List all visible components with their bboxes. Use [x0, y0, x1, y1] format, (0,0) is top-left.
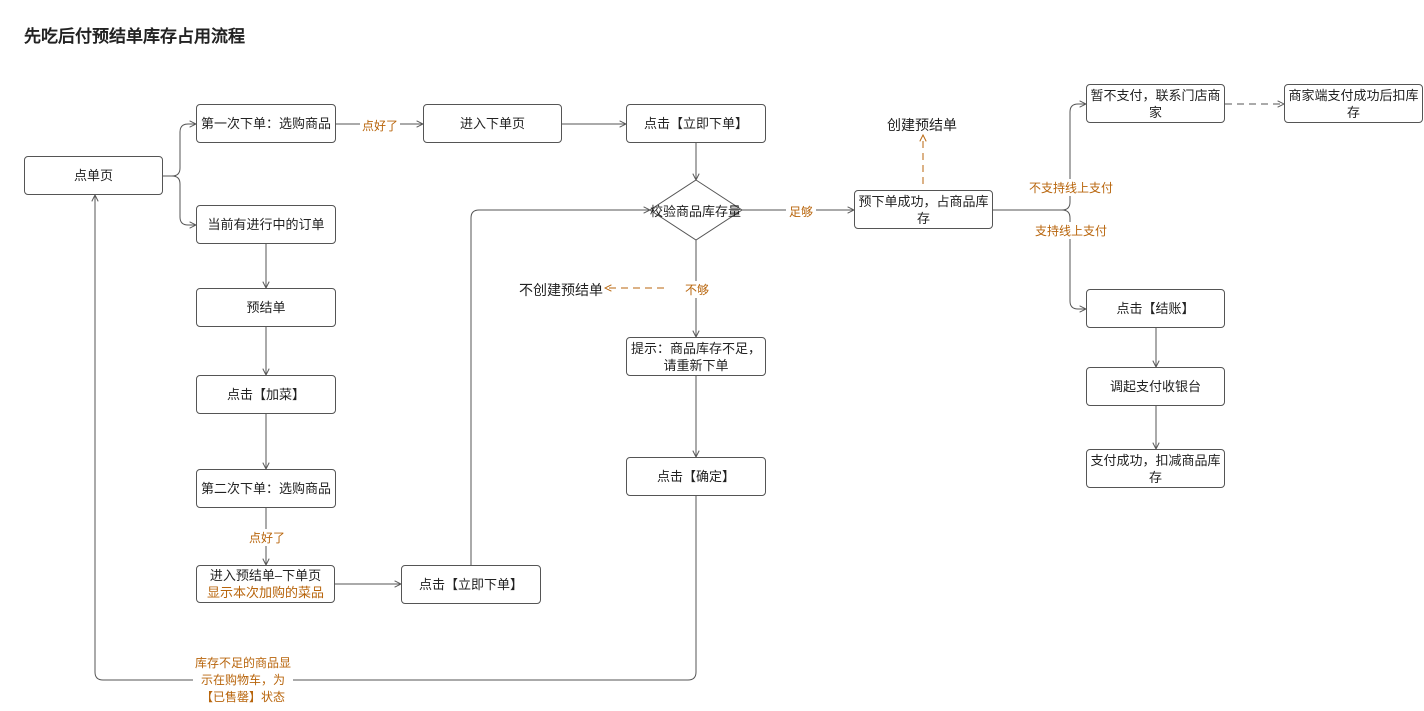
page-title: 先吃后付预结单库存占用流程 [24, 27, 245, 46]
node-place-order-now-top-text: 点击【立即下单】 [643, 116, 748, 131]
node-pre-order-success-text: 预下单成功，占商品库存 [858, 193, 989, 226]
label-online-pay: 支持线上支付 [1033, 222, 1110, 239]
node-current-order-text: 当前有进行中的订单 [207, 217, 325, 232]
label-create-pre-bill: 创建预结单 [887, 117, 957, 133]
connector-order-to-first [163, 124, 196, 177]
node-first-order: 第一次下单：选购商品 [196, 104, 336, 143]
node-checkout-text: 点击【结账】 [1116, 301, 1195, 316]
label-ok-top: 点好了 [360, 117, 401, 134]
node-place-order-now-top: 点击【立即下单】 [626, 104, 766, 143]
node-pay-success: 支付成功，扣减商品库存 [1086, 449, 1225, 488]
connector-success-to-checkout [993, 209, 1086, 309]
node-confirm-text: 点击【确定】 [656, 469, 735, 484]
connector-success-to-nopay [993, 104, 1086, 211]
node-no-pay-contact-text: 暂不支付，联系门店商家 [1090, 87, 1221, 120]
label-no-create-pre-bill: 不创建预结单 [519, 282, 603, 298]
node-first-order-text: 第一次下单：选购商品 [200, 116, 331, 131]
connector-confirm-to-orderpage [95, 195, 697, 681]
label-no-online-pay: 不支持线上支付 [1027, 179, 1116, 196]
node-cashier: 调起支付收银台 [1086, 367, 1225, 406]
node-second-order: 第二次下单：选购商品 [196, 469, 336, 508]
node-current-order: 当前有进行中的订单 [196, 205, 336, 244]
node-prompt-insufficient: 提示：商品库存不足，请重新下单 [626, 337, 766, 376]
node-merchant-pay-deduct-text: 商家端支付成功后扣库存 [1288, 87, 1419, 120]
connector-placebottom-to-check [470, 210, 650, 565]
label-insufficient-display: 库存不足的商品显示在购物车，为【已售罄】状态 [193, 655, 293, 706]
node-merchant-pay-deduct: 商家端支付成功后扣库存 [1284, 84, 1423, 123]
label-enough: 足够 [786, 203, 817, 220]
label-not-enough: 不够 [683, 281, 712, 298]
node-pre-bill: 预结单 [196, 288, 336, 327]
node-enter-order-page: 进入下单页 [423, 104, 562, 143]
node-enter-pre-bill: 进入预结单–下单页 显示本次加购的菜品 [196, 565, 335, 603]
node-checkout: 点击【结账】 [1086, 289, 1225, 328]
node-check-stock: 校验商品库存量 [650, 204, 742, 219]
label-ok-bottom: 点好了 [247, 529, 288, 546]
node-place-order-now-bottom: 点击【立即下单】 [401, 565, 541, 604]
connector-order-to-current [163, 175, 196, 225]
node-cashier-text: 调起支付收银台 [1109, 379, 1201, 394]
decision-diamond [649, 179, 743, 241]
node-prompt-insufficient-text: 提示：商品库存不足，请重新下单 [630, 340, 761, 373]
node-add-dish-text: 点击【加菜】 [226, 387, 305, 402]
node-pre-bill-text: 预结单 [246, 300, 286, 315]
node-confirm: 点击【确定】 [626, 457, 766, 496]
node-order-page-text: 点单页 [73, 168, 113, 183]
node-add-dish: 点击【加菜】 [196, 375, 336, 414]
node-second-order-text: 第二次下单：选购商品 [200, 481, 331, 496]
node-enter-order-page-text: 进入下单页 [459, 116, 525, 131]
node-place-order-now-bottom-text: 点击【立即下单】 [418, 577, 523, 592]
node-pre-order-success: 预下单成功，占商品库存 [854, 190, 993, 229]
node-pay-success-text: 支付成功，扣减商品库存 [1090, 452, 1221, 485]
node-order-page: 点单页 [24, 156, 163, 195]
node-enter-pre-bill-line2: 显示本次加购的菜品 [206, 585, 324, 600]
node-enter-pre-bill-line1: 进入预结单–下单页 [209, 568, 322, 583]
node-no-pay-contact: 暂不支付，联系门店商家 [1086, 84, 1225, 123]
